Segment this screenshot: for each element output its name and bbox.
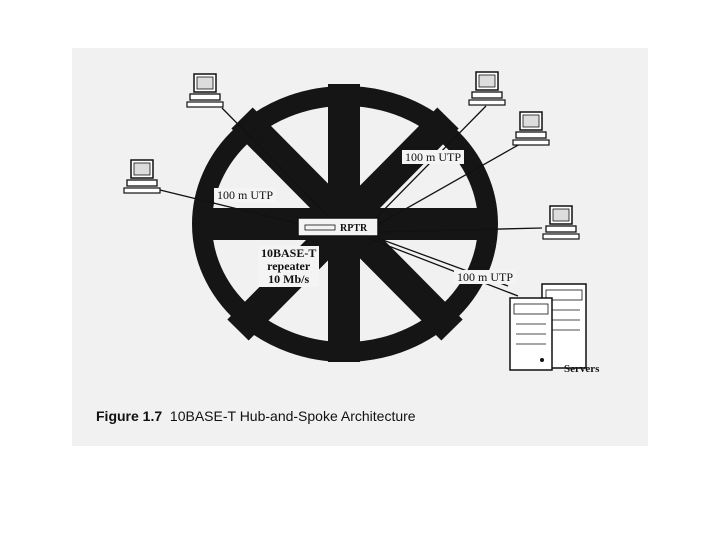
servers-icon [509,283,587,371]
cable-servers-b [367,237,519,297]
servers-label: Servers [564,363,600,375]
figure-caption: Figure 1.7 10BASE-T Hub-and-Spoke Archit… [96,408,416,424]
repeater-label: 10BASE-T repeater 10 Mb/s [258,246,320,287]
figure: RPTR [72,48,648,446]
repeater-line-2: repeater [267,259,311,273]
utp-label-left: 100 m UTP [214,188,277,202]
cable-pc-top-right [367,105,487,227]
cable-pc-right-upper [371,143,521,229]
pc-right-upper [512,111,550,146]
hub-spoke-diagram: RPTR [123,71,587,371]
repeater-line-1: 10BASE-T [261,246,317,260]
utp-label-right: 100 m UTP [454,270,517,284]
port-strip [304,224,336,231]
pc-right [542,205,580,240]
pc-top-right [468,71,506,106]
figure-number: Figure 1.7 [96,408,163,424]
pc-top-left [186,73,224,108]
repeater-line-3: 10 Mb/s [268,272,310,286]
rptr-hub: RPTR [297,217,379,237]
utp-label-top: 100 m UTP [402,150,465,164]
cable-pc-right [377,227,543,233]
pc-left [123,159,161,194]
figure-title: 10BASE-T Hub-and-Spoke Architecture [169,408,416,424]
cable-pc-top-left [221,107,341,229]
wheel-rim [192,86,498,362]
rptr-label: RPTR [340,223,368,234]
